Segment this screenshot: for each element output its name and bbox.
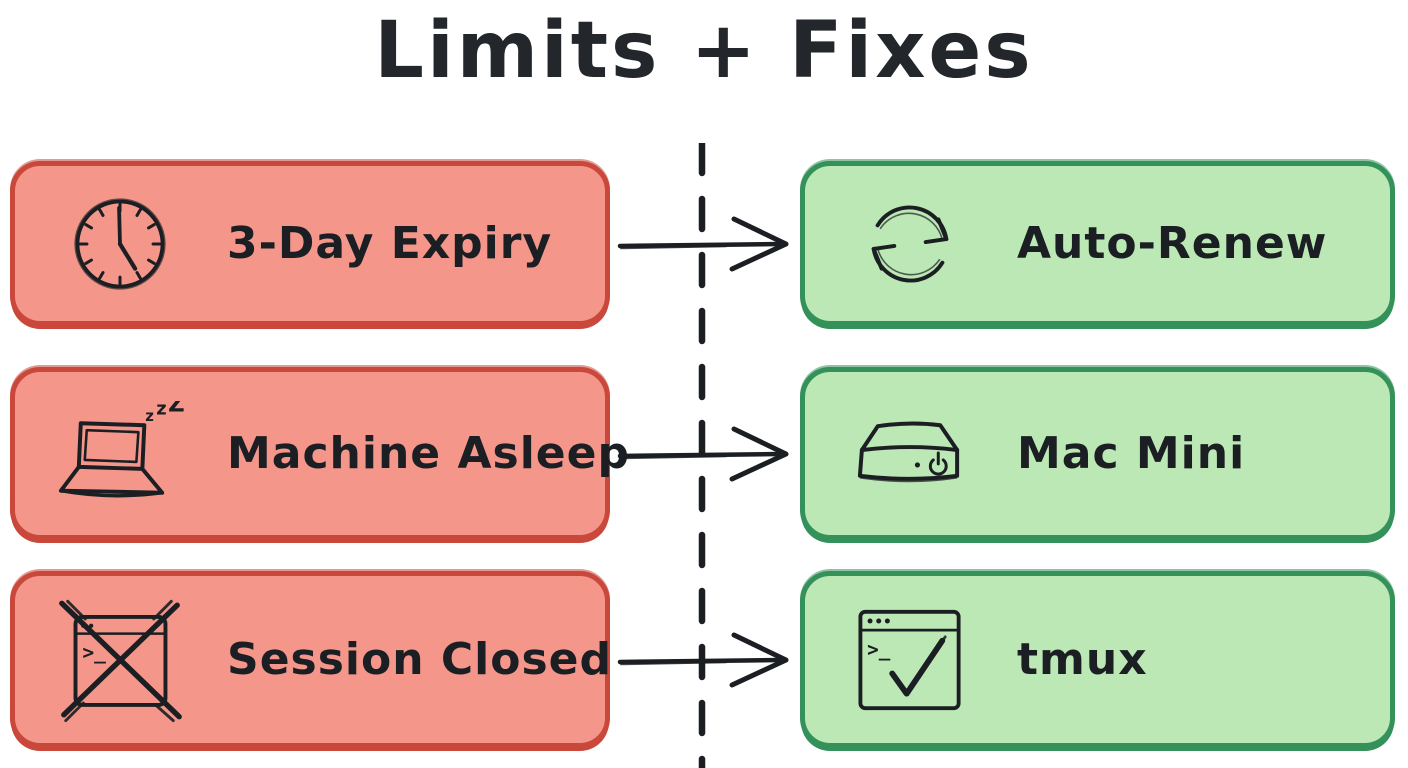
clock-icon — [51, 192, 189, 296]
terminal-check-icon: >_ — [841, 599, 979, 721]
svg-text:>_: >_ — [82, 641, 106, 664]
arrow-right-icon — [617, 426, 789, 481]
row-session: >_ Session Closed — [0, 571, 1408, 748]
limit-box-machine-asleep: z z Z Machine Asleep — [10, 367, 629, 540]
auto-renew-cycle-icon — [841, 190, 979, 298]
fix-box-mac-mini: Mac Mini — [800, 367, 1395, 540]
sleeping-laptop-icon: z z Z — [51, 401, 189, 507]
fix-box-auto-renew: Auto-Renew — [800, 161, 1395, 326]
mac-mini-icon — [841, 408, 979, 500]
fix-label: Mac Mini — [1017, 428, 1246, 479]
limit-box-3-day-expiry: 3-Day Expiry — [10, 161, 610, 326]
limit-label: Machine Asleep — [227, 428, 630, 479]
limit-box-session-closed: >_ Session Closed — [10, 571, 612, 748]
fix-box-tmux: >_ tmux — [800, 571, 1395, 748]
limit-label: 3-Day Expiry — [227, 218, 553, 269]
svg-text:>_: >_ — [867, 638, 891, 661]
terminal-crossed-out-icon: >_ — [51, 597, 189, 723]
fix-label: tmux — [1017, 634, 1148, 685]
page-title: Limits + Fixes — [374, 6, 1034, 96]
limit-label: Session Closed — [227, 634, 612, 685]
row-expiry: 3-Day Expiry Auto-Renew — [0, 161, 1408, 326]
svg-text:z: z — [156, 401, 166, 419]
fix-label: Auto-Renew — [1017, 218, 1328, 269]
svg-text:Z: Z — [168, 401, 185, 417]
arrow-right-icon — [617, 216, 789, 271]
svg-text:z: z — [145, 407, 154, 425]
arrow-right-icon — [617, 632, 789, 687]
row-sleep: z z Z Machine Asleep — [0, 367, 1408, 540]
